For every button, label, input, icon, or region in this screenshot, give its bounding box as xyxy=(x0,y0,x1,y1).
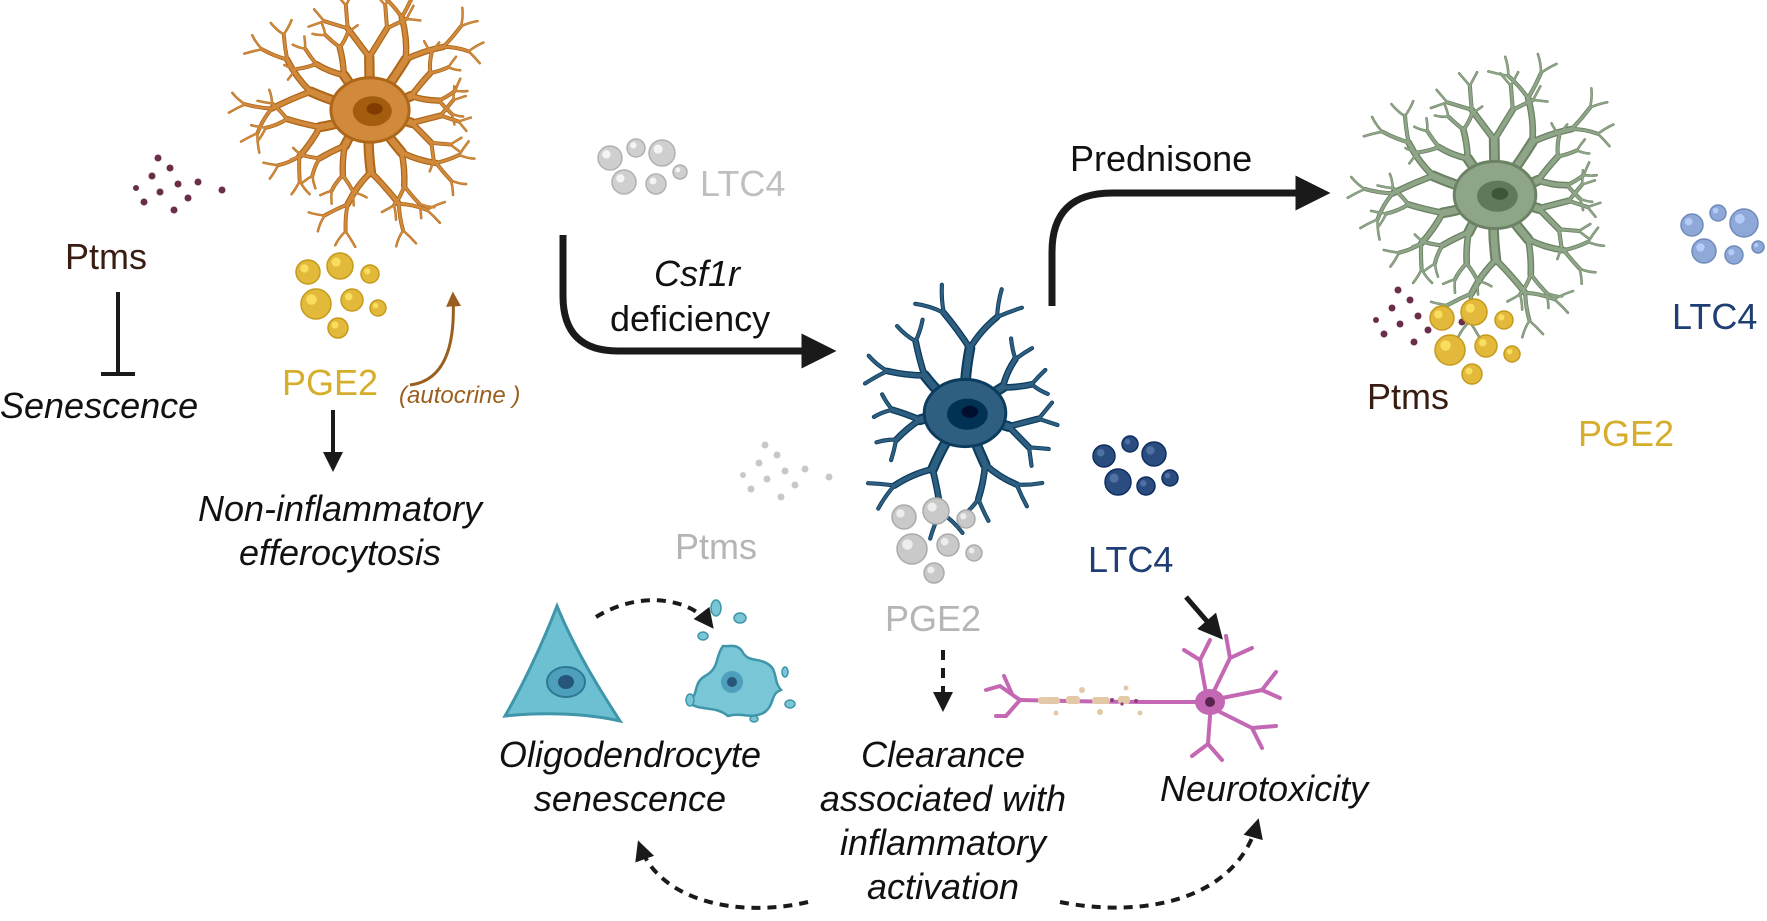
efferocytosis-label-line2: efferocytosis xyxy=(238,532,442,573)
arrow-clearance-oligo xyxy=(635,840,809,910)
pge2-vesicles-right-icon xyxy=(1429,298,1521,385)
ptms-particles-left-icon xyxy=(133,154,226,214)
ltc4-vesicles-right-icon xyxy=(1680,204,1765,265)
neurotoxicity-label: Neurotoxicity xyxy=(1160,768,1369,809)
senescent-oligodendrocyte-icon xyxy=(685,599,796,723)
pge2-vesicles-center-icon xyxy=(891,497,983,584)
oligodendrocyte-icon xyxy=(502,601,624,724)
arrow-prednisone xyxy=(1048,175,1331,306)
clearance-label-line3: inflammatory xyxy=(839,822,1047,863)
prednisone-label: Prednisone xyxy=(1070,138,1253,179)
senescence-label: Senescence xyxy=(0,385,199,426)
oligo-senescence-label-line2: senescence xyxy=(533,778,727,819)
pge2-label-right: PGE2 xyxy=(1578,413,1675,454)
ptms-label-center: Ptms xyxy=(675,526,758,567)
arrow-ltc4-neurotoxicity xyxy=(1184,595,1223,640)
neuron-icon xyxy=(984,634,1282,762)
ptms-label-right: Ptms xyxy=(1367,376,1450,417)
ltc4-vesicles-left-icon xyxy=(597,138,688,195)
oligo-senescence-label-line1: Oligodendrocyte xyxy=(498,734,762,775)
arrow-oligo-senescent xyxy=(594,598,714,629)
deficiency-label: deficiency xyxy=(610,298,771,339)
clearance-label-line1: Clearance xyxy=(860,734,1026,775)
ltc4-label-left: LTC4 xyxy=(700,163,786,204)
pge2-label-left: PGE2 xyxy=(282,362,379,403)
autocrine-label: (autocrine ) xyxy=(399,382,521,409)
prednisone-microglia-icon xyxy=(1346,52,1615,340)
inhibition-bar-ptms-senescence xyxy=(101,292,135,376)
efferocytosis-label-line1: Non-inflammatory xyxy=(197,488,483,529)
homeostatic-microglia-icon xyxy=(227,0,485,249)
csf1r-label: Csf1r xyxy=(654,253,741,294)
pge2-label-center: PGE2 xyxy=(885,598,982,639)
arrow-autocrine xyxy=(409,291,462,387)
ptms-particles-center-icon xyxy=(740,441,833,501)
pge2-vesicles-left-icon xyxy=(295,252,387,339)
ltc4-vesicles-center-icon xyxy=(1092,435,1179,496)
clearance-label-line4: activation xyxy=(866,866,1020,907)
ltc4-label-right: LTC4 xyxy=(1672,296,1758,337)
clearance-label-line2: associated with xyxy=(819,778,1067,819)
csf1r-deficient-microglia-icon xyxy=(862,282,1060,541)
ltc4-label-center: LTC4 xyxy=(1088,539,1174,580)
ptms-label-left: Ptms xyxy=(65,236,148,277)
arrow-csf1r-deficiency xyxy=(559,235,837,369)
